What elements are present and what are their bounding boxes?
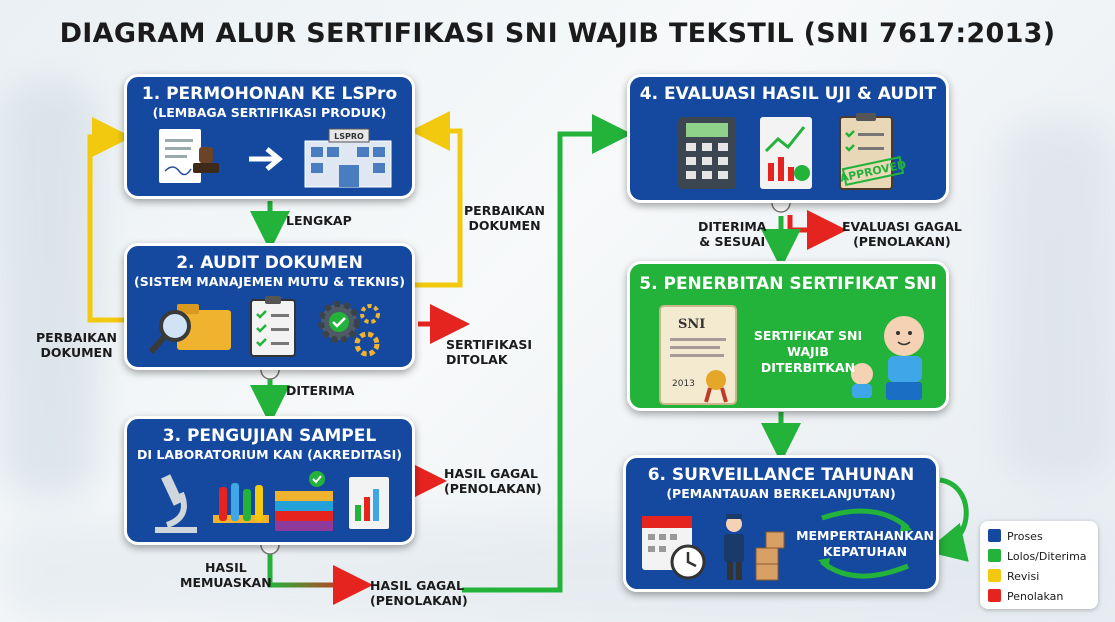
label-ditolak-line1: SERTIFIKASI (446, 337, 532, 352)
label-gagal3-line1: HASIL GAGAL (444, 466, 538, 481)
calculator-icon (678, 117, 736, 189)
step-5-title: 5. PENERBITAN SERTIFIKAT SNI (639, 274, 937, 294)
step-3-title: 3. PENGUJIAN SAMPEL (162, 426, 377, 446)
label-hasil-gagal-3: HASIL GAGAL (PENOLAKAN) (444, 466, 542, 496)
chart-report-icon (349, 477, 389, 529)
step-4-illustration: APPROVED (678, 113, 907, 190)
step-3-illustration (155, 471, 389, 533)
step-5-illustration: SNI 2013 (659, 305, 924, 405)
gears-check-icon (318, 301, 380, 357)
label-perbaikan-right-line1: PERBAIKAN (464, 203, 545, 218)
right-arrow-icon (249, 147, 283, 171)
label-gagal3-line2: (PENOLAKAN) (444, 481, 542, 496)
legend-label: Proses (1007, 530, 1043, 543)
label-memuaskan-line1: HASIL (204, 560, 247, 575)
baby-icon (851, 316, 924, 400)
label-sesuai-line2: & SESUAI (699, 234, 766, 249)
report-chart-icon (760, 117, 812, 189)
certificate-scroll-icon: SNI 2013 (659, 305, 737, 405)
legend-label: Penolakan (1007, 590, 1064, 603)
step-2-box: 2. AUDIT DOKUMEN (SISTEM MANAJEMEN MUTU … (124, 243, 415, 370)
label-perbaikan-left-line1: PERBAIKAN (36, 330, 117, 345)
step-5-text-line1: SERTIFIKAT SNI (753, 328, 863, 343)
label-perbaikan-right: PERBAIKAN DOKUMEN (464, 203, 545, 233)
fabric-stack-icon (275, 471, 333, 531)
magnifier-folder-icon (148, 304, 231, 354)
label-hasil-gagal-bottom: HASIL GAGAL (PENOLAKAN) (370, 578, 468, 608)
step-6-text-line2: KEPATUHAN (822, 544, 908, 559)
legend-item-revisi: Revisi (988, 569, 1039, 583)
label-hasil-memuaskan: HASIL MEMUASKAN (180, 560, 272, 590)
legend-item-lolos: Lolos/Diterima (988, 549, 1087, 563)
label-evaluasi-gagal: EVALUASI GAGAL (PENOLAKAN) (842, 219, 962, 249)
test-tubes-icon (213, 483, 269, 523)
step-6-box: 6. SURVEILLANCE TAHUNAN (PEMANTAUAN BERK… (623, 455, 939, 592)
legend-swatch-revisi (988, 569, 1001, 582)
step-3-box: 3. PENGUJIAN SAMPEL DI LABORATORIUM KAN … (124, 416, 415, 545)
step-5-text-line2: WAJIB DITERBITKAN (760, 344, 856, 375)
arrow-memuaskan (267, 552, 373, 605)
legend-swatch-penolakan (988, 589, 1001, 602)
sni-mark: SNI (678, 317, 705, 332)
checklist-clipboard-icon (250, 296, 296, 357)
approved-clipboard-icon: APPROVED (839, 113, 907, 190)
step-6-title: 6. SURVEILLANCE TAHUNAN (647, 465, 915, 485)
cycle-arrows-icon (818, 508, 912, 579)
step-1-illustration: LSPRO (159, 128, 392, 188)
label-diterima-sesuai: DITERIMA & SESUAI (698, 219, 766, 249)
label-sertifikasi-ditolak: SERTIFIKASI DITOLAK (446, 337, 532, 367)
legend-item-penolakan: Penolakan (988, 589, 1063, 603)
label-perbaikan-left: PERBAIKAN DOKUMEN (36, 330, 117, 360)
label-perbaikan-right-line2: DOKUMEN (468, 218, 541, 233)
step-4-box: 4. EVALUASI HASIL UJI & AUDIT APPROVED (627, 74, 949, 203)
label-gagal-bottom-line2: (PENOLAKAN) (370, 593, 468, 608)
legend-swatch-lolos (988, 549, 1001, 562)
step-4-title: 4. EVALUASI HASIL UJI & AUDIT (639, 84, 937, 104)
arrow-perbaikan-right (410, 111, 463, 288)
arrow-to-step4 (462, 114, 632, 593)
arrow-gagal-4 (787, 210, 847, 250)
legend-label: Revisi (1007, 570, 1040, 583)
legend: Proses Lolos/Diterima Revisi Penolakan (980, 521, 1098, 609)
diagram-title: DIAGRAM ALUR SERTIFIKASI SNI WAJIB TEKST… (59, 18, 1056, 49)
label-ditolak-line2: DITOLAK (446, 352, 508, 367)
lspro-sign: LSPRO (334, 132, 364, 141)
label-gagal-bottom-line1: HASIL GAGAL (370, 578, 464, 593)
step-6-subtitle: (PEMANTAUAN BERKELANJUTAN) (666, 486, 896, 501)
step-6-illustration (642, 508, 912, 581)
legend-item-proses: Proses (988, 529, 1043, 543)
label-sesuai-line1: DITERIMA (698, 219, 767, 234)
background-shelf (1000, 120, 1115, 480)
label-perbaikan-left-line2: DOKUMEN (40, 345, 113, 360)
step-6-text: MEMPERTAHANKAN KEPATUHAN (794, 528, 936, 560)
step-2-subtitle: (SISTEM MANAJEMEN MUTU & TEKNIS) (134, 274, 405, 289)
certificate-year: 2013 (672, 379, 695, 389)
calendar-clock-icon (642, 516, 706, 580)
step-2-title: 2. AUDIT DOKUMEN (176, 253, 363, 273)
background-shelf (0, 80, 100, 500)
document-signature-icon (159, 129, 219, 183)
label-lengkap: LENGKAP (286, 213, 352, 228)
step-1-title: 1. PERMOHONAN KE LSPro (141, 84, 398, 104)
legend-label: Lolos/Diterima (1007, 550, 1087, 563)
label-gagal4-line1: EVALUASI GAGAL (842, 219, 962, 234)
step-3-subtitle: DI LABORATORIUM KAN (AKREDITASI) (137, 447, 402, 462)
step-1-subtitle: (LEMBAGA SERTIFIKASI PRODUK) (152, 105, 387, 120)
step-6-text-line1: MEMPERTAHANKAN (796, 528, 934, 543)
arrow-surveillance-loop (925, 477, 969, 562)
legend-swatch-proses (988, 529, 1001, 542)
lspro-building-icon: LSPRO (304, 128, 392, 188)
microscope-icon (155, 474, 197, 533)
arrow-perbaikan-left (87, 117, 132, 323)
inspector-boxes-icon (724, 514, 785, 581)
label-gagal4-line2: (PENOLAKAN) (853, 234, 951, 249)
label-memuaskan-line2: MEMUASKAN (180, 575, 272, 590)
step-2-illustration (148, 296, 380, 357)
step-5-box: 5. PENERBITAN SERTIFIKAT SNI SNI 2013 SE… (627, 261, 949, 411)
step-1-box: 1. PERMOHONAN KE LSPro (LEMBAGA SERTIFIK… (124, 74, 415, 199)
label-diterima: DITERIMA (286, 383, 355, 398)
step-5-text: SERTIFIKAT SNI WAJIB DITERBITKAN (738, 328, 878, 376)
